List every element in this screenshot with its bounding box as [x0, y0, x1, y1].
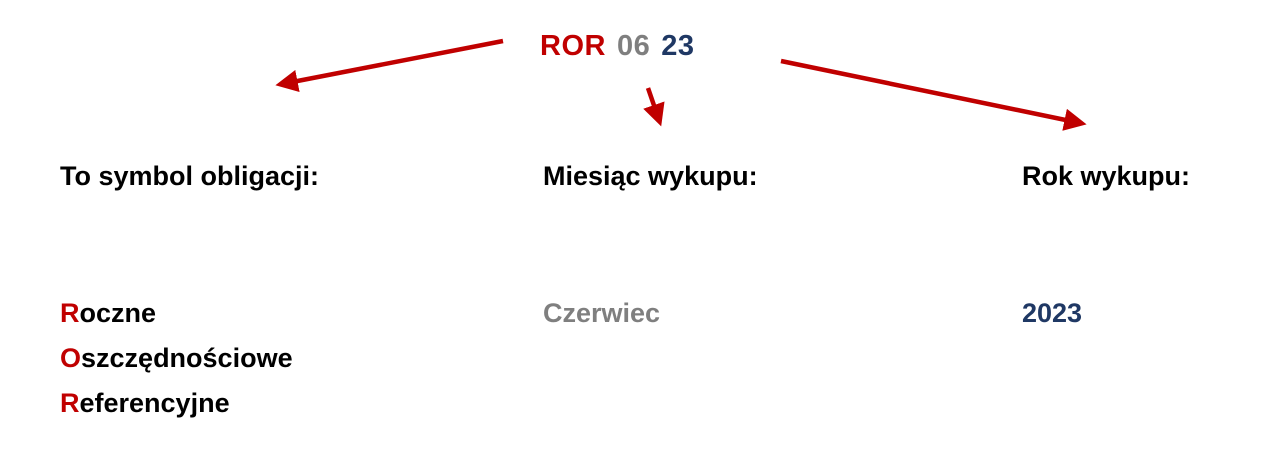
symbol-initial: R	[60, 298, 80, 328]
symbol-rest: szczędnościowe	[81, 343, 293, 373]
year-value: 2023	[1022, 298, 1083, 328]
bond-code-symbol: ROR	[540, 30, 606, 62]
symbol-heading: To symbol obligacji:	[60, 161, 320, 191]
symbol-expansion-line: Referencyjne	[60, 381, 293, 426]
year-heading: Rok wykupu:	[1022, 161, 1191, 191]
arrow-to-year-icon	[780, 58, 1087, 131]
bond-code-month: 06	[616, 30, 651, 62]
month-value: Czerwiec	[543, 298, 661, 328]
month-heading: Miesiąc wykupu:	[543, 161, 758, 191]
symbol-rest: eferencyjne	[79, 388, 230, 418]
arrow-to-month-icon	[643, 87, 665, 127]
symbol-expansion-line: Roczne	[60, 291, 293, 336]
symbol-initial: R	[60, 388, 80, 418]
bond-code: ROR 06 23	[540, 30, 694, 63]
arrows-layer	[275, 38, 1087, 131]
symbol-rest: oczne	[79, 298, 157, 328]
symbol-expansion: Roczne Oszczędnościowe Referencyjne	[60, 291, 293, 426]
symbol-initial: O	[60, 343, 82, 373]
symbol-expansion-line: Oszczędnościowe	[60, 336, 293, 381]
arrow-to-symbol-icon	[275, 38, 504, 93]
bond-code-year: 23	[661, 30, 695, 62]
